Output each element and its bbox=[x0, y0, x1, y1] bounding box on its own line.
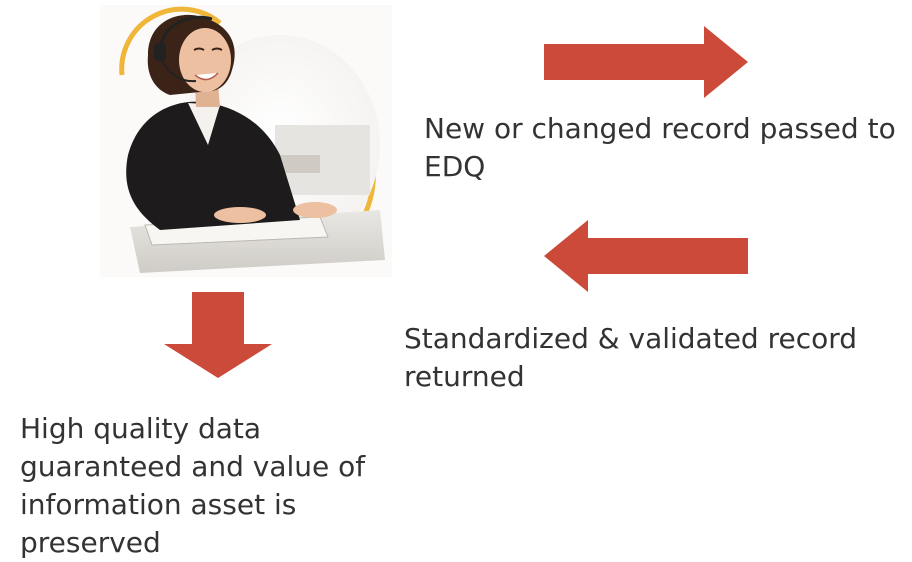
outbound-label: New or changed record passed to EDQ bbox=[424, 112, 896, 183]
inbound-label: Standardized & validated record returned bbox=[404, 322, 858, 393]
arrow-right-icon bbox=[544, 26, 748, 98]
arrow-left-icon bbox=[544, 220, 748, 292]
outcome-label: High quality data guaranteed and value o… bbox=[20, 412, 366, 559]
arrow-down-icon bbox=[164, 292, 272, 378]
agent-photo bbox=[100, 5, 392, 277]
